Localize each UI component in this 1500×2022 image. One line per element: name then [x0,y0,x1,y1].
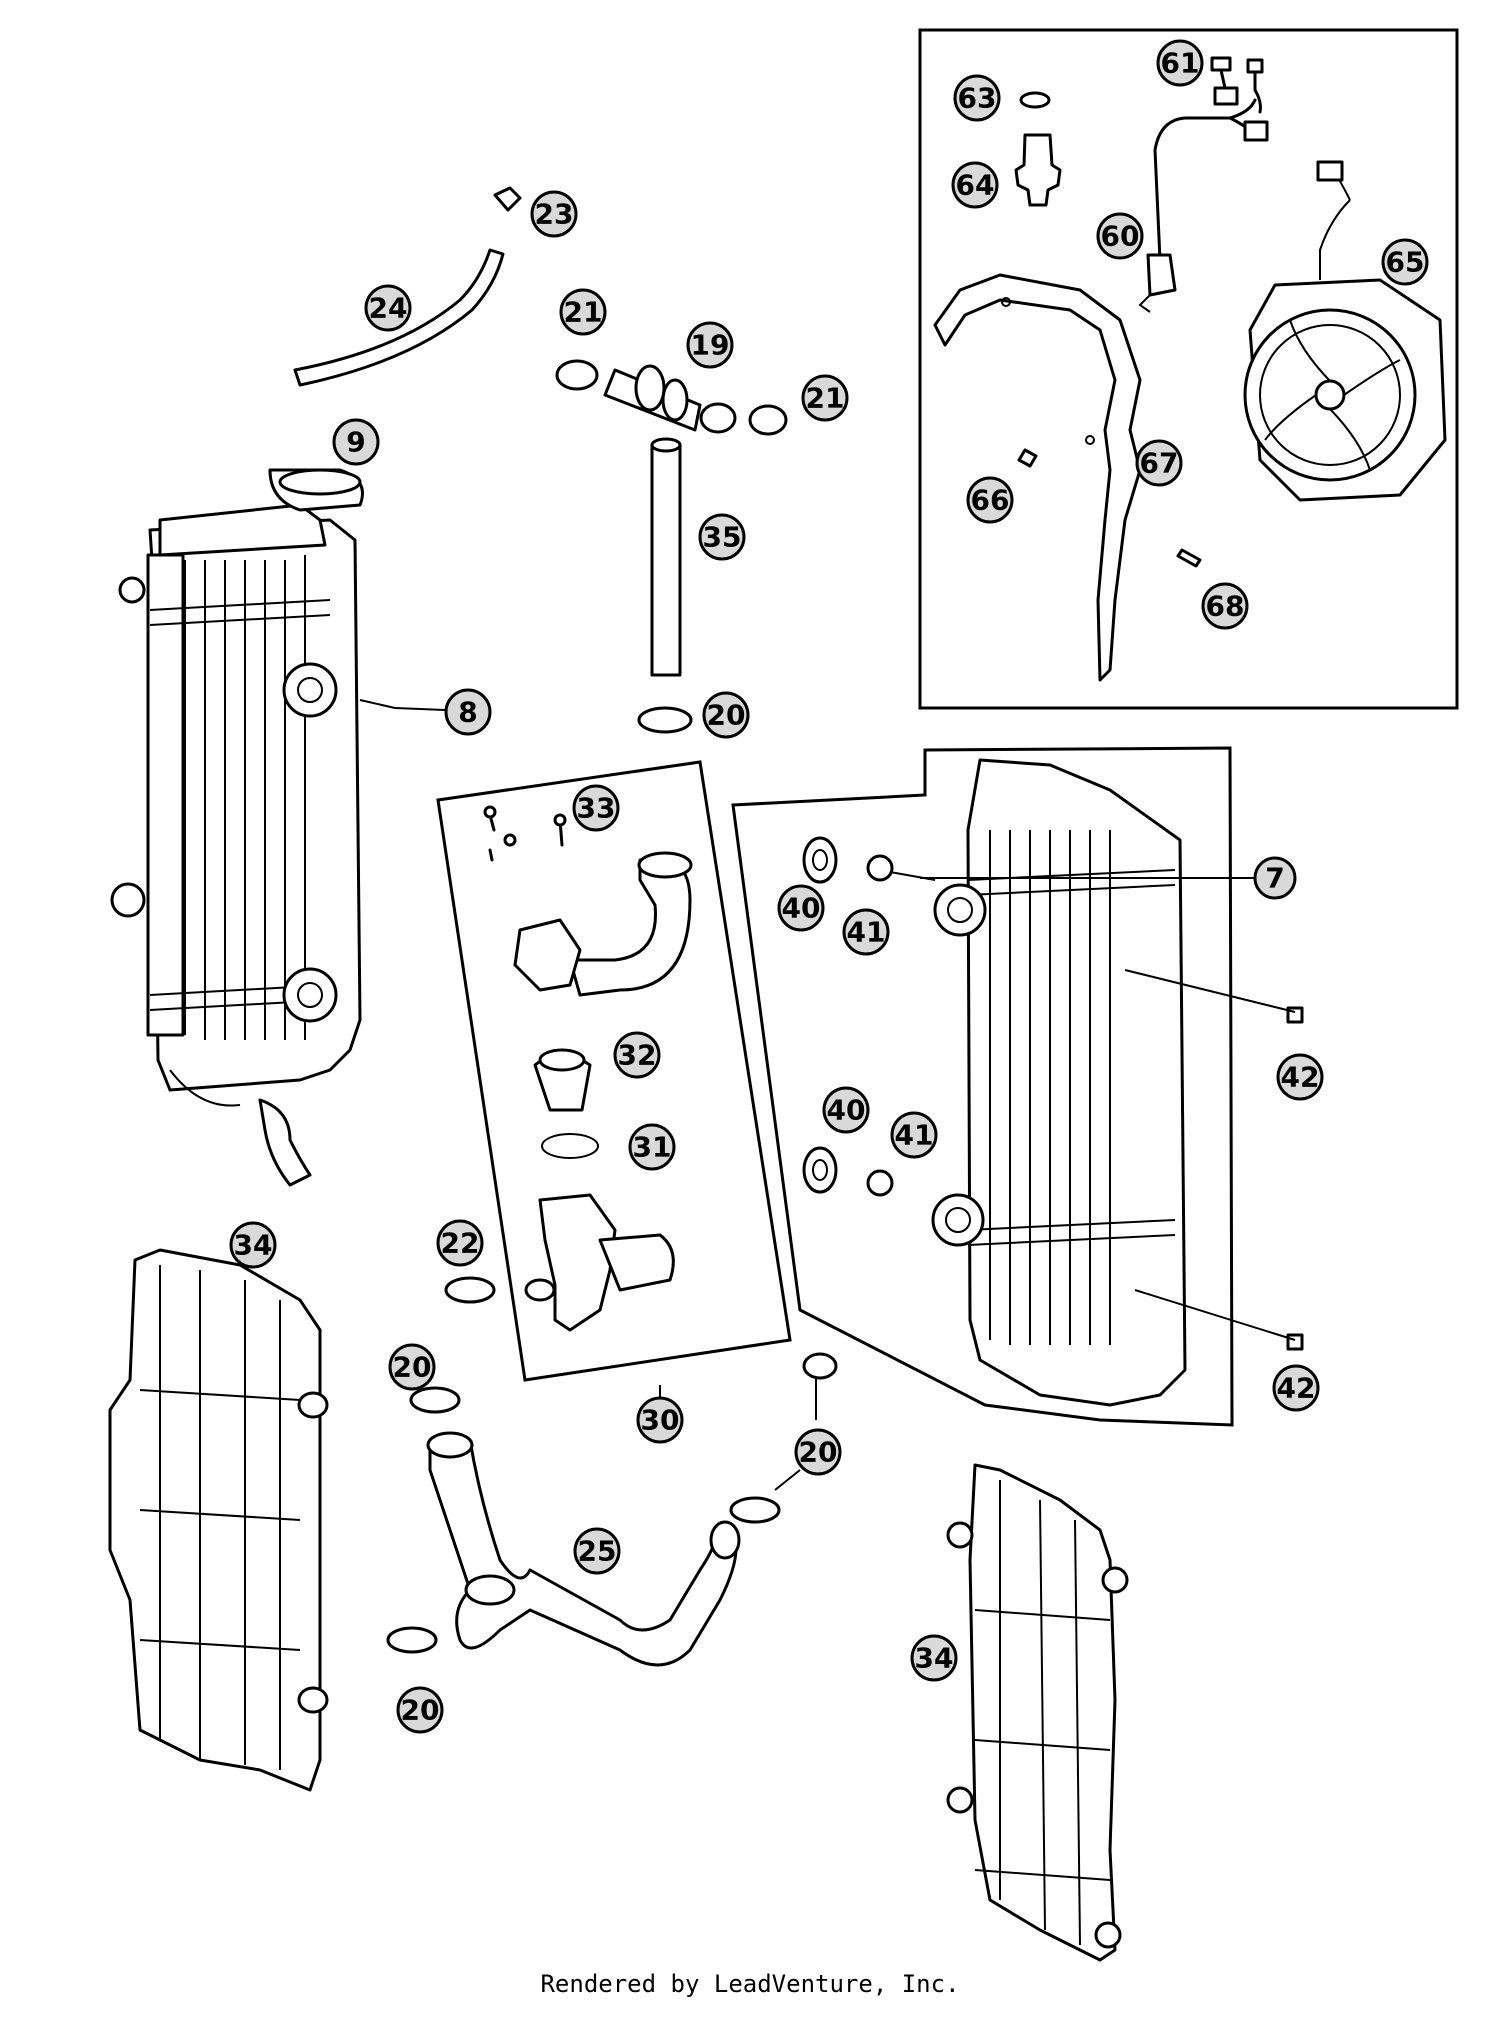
svg-text:20: 20 [707,699,746,732]
svg-text:20: 20 [799,1436,838,1469]
svg-text:64: 64 [956,169,995,202]
callout-66: 66 [966,476,1014,524]
svg-text:25: 25 [578,1535,617,1568]
svg-text:33: 33 [577,792,616,825]
right-radiator-frame [731,746,1234,1427]
callout-24: 24 [364,284,412,332]
callout-33: 33 [572,784,620,832]
fan-screws [1017,448,1202,568]
thermostat-kit-frame [436,760,792,1382]
svg-text:41: 41 [895,1119,934,1152]
svg-text:67: 67 [1140,447,1179,480]
fan-wiring-harness [1138,56,1269,313]
callout-19: 19 [686,321,734,369]
callout-41: 41 [890,1111,938,1159]
overflow-hose [293,186,522,387]
callout-40: 40 [822,1086,870,1134]
svg-text:9: 9 [346,426,365,459]
fan-bracket [933,273,1142,682]
svg-text:42: 42 [1281,1061,1320,1094]
footer-credit: Rendered by LeadVenture, Inc. [540,1970,960,1998]
svg-text:63: 63 [958,82,997,115]
svg-text:31: 31 [633,1131,672,1164]
svg-text:35: 35 [703,521,742,554]
callout-9: 9 [332,418,380,466]
callout-23: 23 [530,190,578,238]
callout-20: 20 [794,1428,842,1476]
svg-text:32: 32 [618,1039,657,1072]
callout-25: 25 [573,1527,621,1575]
callout-30: 30 [636,1396,684,1444]
svg-text:60: 60 [1101,220,1140,253]
callout-41: 41 [842,908,890,956]
svg-text:41: 41 [847,916,886,949]
fan-kit-frame [918,28,1459,710]
callout-65: 65 [1381,238,1429,286]
callout-61: 61 [1156,39,1204,87]
left-shroud [108,1248,329,1792]
right-shroud [946,1463,1129,1962]
svg-text:61: 61 [1161,47,1200,80]
svg-text:20: 20 [401,1694,440,1727]
svg-text:40: 40 [782,892,821,925]
cooling-fan [1243,160,1447,502]
hose-clamps [386,1352,838,1654]
callout-20: 20 [396,1686,444,1734]
callout-64: 64 [951,161,999,209]
svg-text:42: 42 [1277,1372,1316,1405]
clamp-upper [637,706,693,734]
svg-text:24: 24 [369,292,408,325]
callout-7: 7 [1253,856,1297,900]
svg-text:34: 34 [915,1642,954,1675]
callout-32: 32 [613,1031,661,1079]
svg-text:21: 21 [806,382,845,415]
lower-hose [426,1431,741,1667]
svg-text:23: 23 [535,198,574,231]
callout-42: 42 [1276,1053,1324,1101]
callout-20: 20 [388,1343,436,1391]
callout-8: 8 [444,688,492,736]
svg-text:66: 66 [971,484,1010,517]
svg-text:19: 19 [691,329,730,362]
pipe [650,437,682,677]
thermostat-kit-parts [483,805,693,1332]
callout-35: 35 [698,513,746,561]
callout-42: 42 [1272,1364,1320,1412]
callout-60: 60 [1096,212,1144,260]
svg-text:40: 40 [827,1094,866,1127]
callout-63: 63 [953,74,1001,122]
svg-text:21: 21 [564,296,603,329]
callout-34: 34 [229,1221,277,1269]
callout-34: 34 [910,1634,958,1682]
svg-text:65: 65 [1386,246,1425,279]
callout-31: 31 [628,1123,676,1171]
svg-text:68: 68 [1206,590,1245,623]
svg-text:34: 34 [234,1229,273,1262]
right-radiator [931,758,1187,1407]
callout-21: 21 [801,374,849,422]
callout-20: 20 [702,691,750,739]
callout-68: 68 [1201,582,1249,630]
svg-text:7: 7 [1265,862,1284,895]
left-radiator [110,468,364,1187]
svg-text:30: 30 [641,1404,680,1437]
fan-switch [1014,91,1062,207]
upper-connector [555,359,788,436]
callout-21: 21 [559,288,607,336]
callout-22: 22 [436,1219,484,1267]
leader-lines [359,699,1296,1491]
svg-text:20: 20 [393,1351,432,1384]
grommets-washers [802,836,1304,1351]
callout-67: 67 [1135,439,1183,487]
svg-text:8: 8 [458,696,477,729]
callout-40: 40 [777,884,825,932]
svg-text:22: 22 [441,1227,480,1260]
clamp-22 [444,1276,496,1304]
